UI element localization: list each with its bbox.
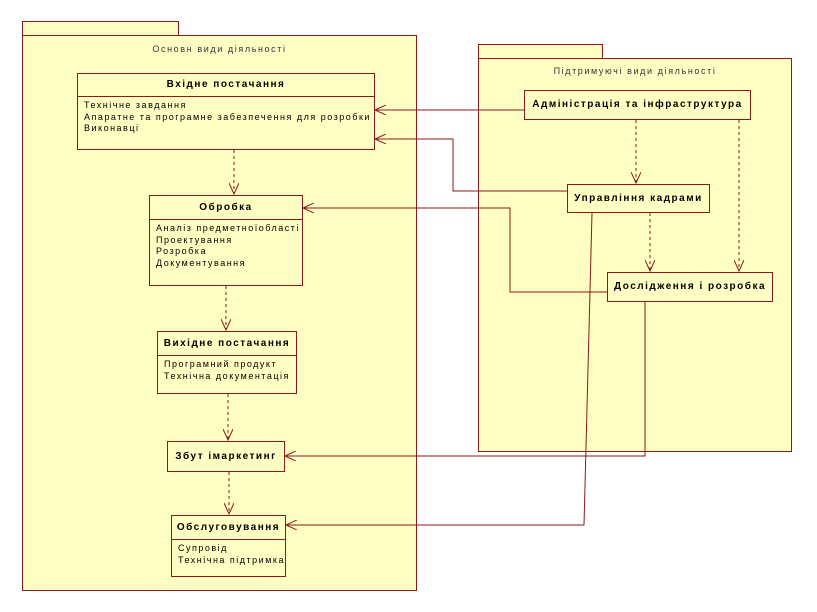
- class-name: Обслуговування: [172, 516, 285, 540]
- association-rnd-processing: [303, 208, 607, 293]
- support-package: Підтримуючі види діяльності: [478, 58, 792, 452]
- support-package-title: Підтримуючі види діяльності: [553, 66, 717, 76]
- association-hr-inbound: [375, 139, 567, 192]
- class-attribute: Програмний продукт: [164, 359, 278, 369]
- class-attribute: Апаратне та програмне забезпечення для р…: [84, 111, 371, 122]
- class-name: Дослідження і розробка: [613, 281, 767, 292]
- class-name: Збут імаркетинг: [175, 451, 277, 462]
- outbound-logistics-class[interactable]: Вихідне постачання Програмний продукт Те…: [157, 331, 297, 394]
- association-hr-service: [286, 212, 593, 525]
- class-name: Обробка: [150, 196, 302, 220]
- class-attribute: Документування: [156, 257, 247, 268]
- class-attribute: Технічне завдання: [84, 100, 187, 110]
- class-name: Управління кадрами: [574, 193, 703, 204]
- class-attribute: Аналіз предметноїобласті: [156, 223, 300, 233]
- processing-class[interactable]: Обробка Аналіз предметноїобласті Проекту…: [149, 195, 303, 286]
- class-name: Вхідне постачання: [78, 74, 374, 97]
- class-attribute: Технічна підтримка: [178, 554, 286, 565]
- administration-class[interactable]: Адміністрація та інфраструктура: [524, 90, 751, 120]
- class-name: Вихідне постачання: [158, 332, 296, 356]
- class-attribute: Супровід: [178, 543, 228, 553]
- sales-marketing-class[interactable]: Збут імаркетинг: [167, 441, 285, 472]
- class-attribute: Розробка: [156, 246, 207, 256]
- service-class[interactable]: Обслуговування Супровід Технічна підтрим…: [171, 515, 286, 577]
- inbound-logistics-class[interactable]: Вхідне постачання Технічне завдання Апар…: [77, 73, 375, 150]
- class-attribute: Технічна документація: [164, 370, 290, 381]
- support-package-tab: [478, 44, 603, 59]
- rnd-class[interactable]: Дослідження і розробка: [607, 272, 773, 302]
- hr-management-class[interactable]: Управління кадрами: [567, 184, 710, 213]
- class-attribute: Проектування: [156, 234, 233, 245]
- main-package-tab: [22, 21, 179, 36]
- association-rnd-sales: [285, 302, 646, 456]
- class-name: Адміністрація та інфраструктура: [532, 99, 743, 110]
- class-attribute: Виконавці: [84, 123, 140, 133]
- main-package-title: Основн види діяльності: [152, 44, 287, 54]
